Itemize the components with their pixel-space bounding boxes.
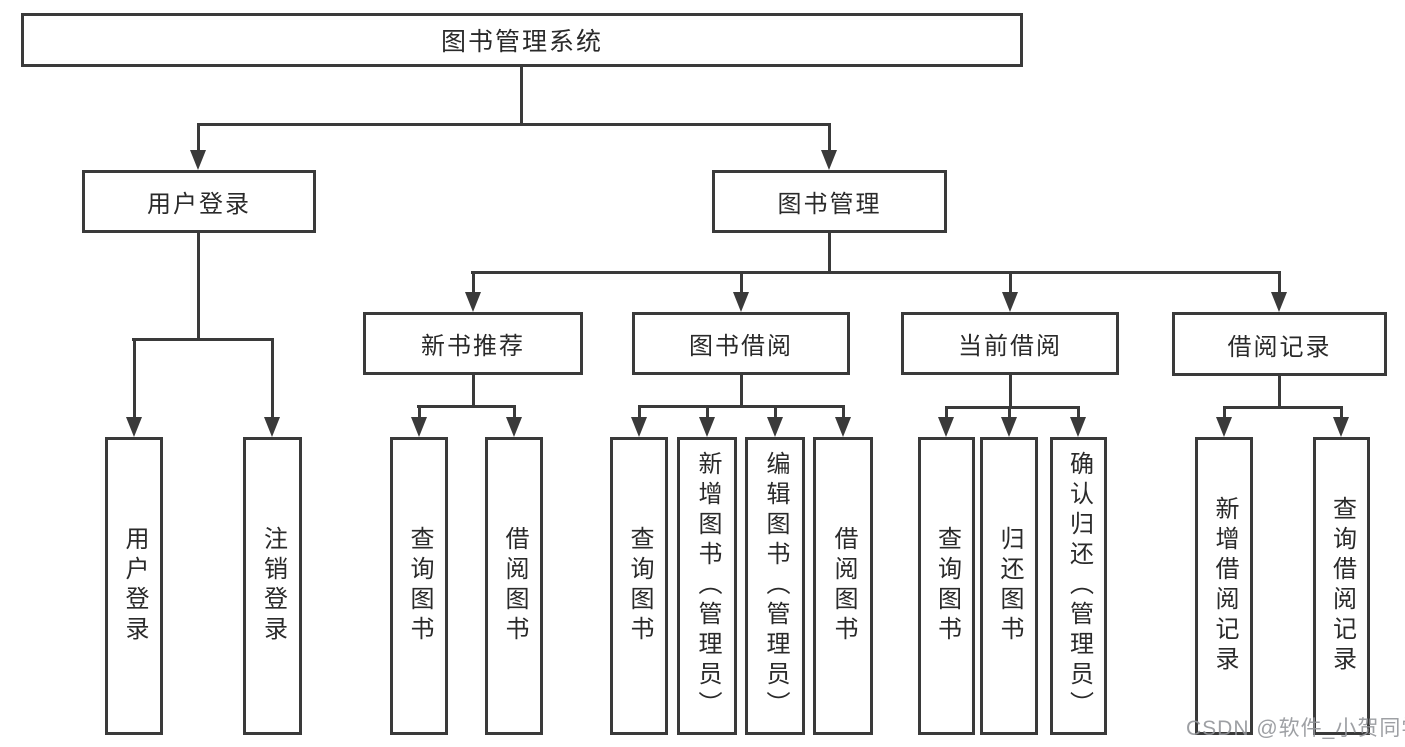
connector-drop-user-login xyxy=(197,123,200,152)
connector-drop-leaf-user-login xyxy=(133,338,136,420)
node-label: 新增图书（管理员） xyxy=(694,451,721,721)
connector-level2-bar xyxy=(197,123,831,126)
connector-drop-borrow-books-recommend xyxy=(513,405,516,420)
connector-drop-edit-books xyxy=(774,405,777,420)
connector-drop-current-borrowing xyxy=(1009,271,1012,295)
node-label: 用户登录 xyxy=(147,191,251,218)
node-label: 查询借阅记录 xyxy=(1328,496,1356,676)
node-label: 图书借阅 xyxy=(689,333,793,360)
node-label: 归还图书 xyxy=(996,526,1023,646)
leaf-borrow-books-recommend: 借阅图书 xyxy=(485,437,543,735)
leaf-logout: 注销登录 xyxy=(243,437,302,735)
connector-user-login-stem xyxy=(197,233,200,340)
node-label: 借阅图书 xyxy=(501,526,528,646)
connector-drop-query-borrow-record xyxy=(1340,406,1343,420)
connector-drop-query-books-borrow xyxy=(638,405,641,420)
arrowhead-return-books xyxy=(1001,417,1017,437)
node-root-system: 图书管理系统 xyxy=(21,13,1023,67)
csdn-watermark: CSDN @软件_小贺同学 xyxy=(1186,717,1405,740)
arrowhead-add-borrow-record xyxy=(1216,417,1232,437)
node-current-borrowing: 当前借阅 xyxy=(901,312,1119,375)
connector-drop-return-books xyxy=(1008,406,1011,420)
connector-drop-new-book xyxy=(472,271,475,295)
node-user-login: 用户登录 xyxy=(82,170,316,233)
arrowhead-book-borrowing xyxy=(733,292,749,312)
connector-book-borrowing-bar xyxy=(638,405,845,408)
leaf-query-books-current: 查询图书 xyxy=(918,437,975,735)
connector-new-book-stem xyxy=(472,375,475,408)
arrowhead-add-books xyxy=(699,417,715,437)
leaf-query-books-recommend: 查询图书 xyxy=(390,437,448,735)
connector-user-login-bar xyxy=(132,338,274,341)
node-label: 当前借阅 xyxy=(958,333,1062,360)
arrowhead-new-book xyxy=(465,292,481,312)
node-label: 图书管理系统 xyxy=(440,28,603,56)
connector-new-book-bar xyxy=(417,405,516,408)
connector-drop-book-management xyxy=(828,123,831,152)
node-label: 查询图书 xyxy=(406,526,433,646)
node-borrowing-records: 借阅记录 xyxy=(1172,312,1387,376)
connector-drop-confirm-return xyxy=(1077,406,1080,420)
arrowhead-leaf-user-login xyxy=(126,417,142,437)
arrowhead-query-books-borrow xyxy=(631,417,647,437)
arrowhead-edit-books xyxy=(767,417,783,437)
connector-borrowing-records-stem xyxy=(1278,376,1281,409)
arrowhead-query-books-current xyxy=(938,417,954,437)
leaf-add-books-admin: 新增图书（管理员） xyxy=(677,437,737,735)
node-label: 新增借阅记录 xyxy=(1211,496,1238,676)
connector-book-borrowing-stem xyxy=(740,375,743,408)
connector-level3-bar xyxy=(471,271,1281,274)
connector-current-borrowing-bar xyxy=(945,406,1080,409)
arrowhead-borrow-books-recommend xyxy=(506,417,522,437)
arrowhead-query-borrow-record xyxy=(1333,417,1349,437)
leaf-edit-books-admin: 编辑图书（管理员） xyxy=(745,437,805,735)
connector-drop-borrow-books xyxy=(842,405,845,420)
arrowhead-user-login xyxy=(190,150,206,170)
connector-book-management-stem xyxy=(828,233,831,274)
leaf-user-login: 用户登录 xyxy=(105,437,163,735)
leaf-query-borrow-record: 查询借阅记录 xyxy=(1313,437,1370,735)
arrowhead-current-borrowing xyxy=(1002,292,1018,312)
arrowhead-leaf-logout xyxy=(264,417,280,437)
leaf-add-borrow-record: 新增借阅记录 xyxy=(1195,437,1253,735)
node-label: 新书推荐 xyxy=(421,333,525,360)
node-label: 确认归还（管理员） xyxy=(1065,451,1093,721)
node-label: 查询图书 xyxy=(626,526,653,646)
connector-drop-query-books-current xyxy=(945,406,948,420)
node-label: 借阅图书 xyxy=(830,526,857,646)
connector-drop-book-borrowing xyxy=(740,271,743,295)
node-label: 借阅记录 xyxy=(1227,333,1332,361)
arrowhead-book-management xyxy=(821,150,837,170)
node-book-borrowing: 图书借阅 xyxy=(632,312,850,375)
arrowhead-query-books-recommend xyxy=(411,417,427,437)
leaf-confirm-return-admin: 确认归还（管理员） xyxy=(1050,437,1107,735)
connector-borrowing-records-bar xyxy=(1223,406,1343,409)
node-label: 查询图书 xyxy=(933,526,961,646)
arrowhead-borrowing-records xyxy=(1271,292,1287,312)
node-label: 图书管理 xyxy=(777,191,882,218)
node-label: 用户登录 xyxy=(121,526,148,646)
connector-drop-add-books xyxy=(706,405,709,420)
connector-root-stem xyxy=(520,67,523,125)
connector-drop-query-books-recommend xyxy=(418,405,421,420)
leaf-borrow-books: 借阅图书 xyxy=(813,437,873,735)
connector-drop-leaf-logout xyxy=(271,338,274,420)
arrowhead-confirm-return xyxy=(1070,417,1086,437)
connector-drop-borrowing-records xyxy=(1278,271,1281,295)
leaf-query-books-borrow: 查询图书 xyxy=(610,437,668,735)
leaf-return-books: 归还图书 xyxy=(980,437,1038,735)
connector-drop-add-borrow-record xyxy=(1223,406,1226,420)
arrowhead-borrow-books xyxy=(835,417,851,437)
node-book-management: 图书管理 xyxy=(712,170,947,233)
connector-current-borrowing-stem xyxy=(1009,375,1012,409)
node-label: 编辑图书（管理员） xyxy=(762,451,789,721)
node-new-book-recommendation: 新书推荐 xyxy=(363,312,583,375)
node-label: 注销登录 xyxy=(259,526,287,646)
